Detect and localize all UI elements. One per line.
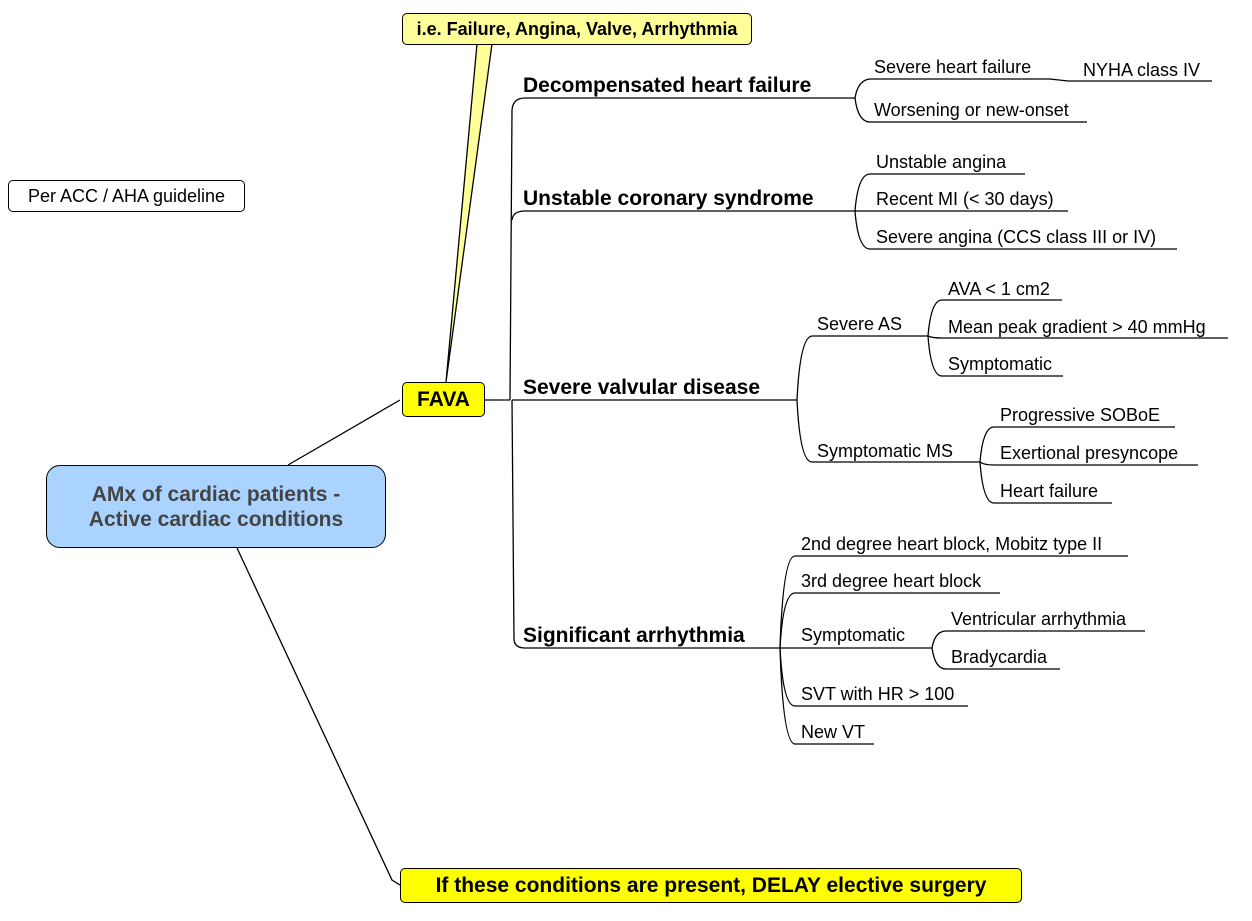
- arrhythmia-mobitz: 2nd degree heart block, Mobitz type II: [801, 534, 1103, 554]
- valvular-gradient: Mean peak gradient > 40 mmHg: [948, 317, 1206, 337]
- central-topic-line2: Active cardiac conditions: [88, 507, 344, 531]
- arrhythmia-symptomatic: Symptomatic: [801, 625, 906, 645]
- coronary-severe-angina: Severe angina (CCS class III or IV): [876, 227, 1157, 247]
- arrhythmia-brady: Bradycardia: [951, 647, 1048, 667]
- fava-box: FAVA: [402, 382, 485, 417]
- guideline-note-text: Per ACC / AHA guideline: [27, 185, 226, 206]
- coronary-recent-mi: Recent MI (< 30 days): [876, 189, 1054, 209]
- arrhythmia-svt: SVT with HR > 100: [801, 684, 955, 704]
- delay-text: If these conditions are present, DELAY e…: [435, 873, 987, 897]
- central-topic: AMx of cardiac patients - Active cardiac…: [46, 465, 386, 548]
- arrhythmia-third: 3rd degree heart block: [801, 571, 982, 591]
- branch-valvular: Severe valvular disease: [523, 376, 761, 399]
- delay-box: If these conditions are present, DELAY e…: [400, 868, 1022, 903]
- valvular-ava: AVA < 1 cm2: [948, 279, 1050, 299]
- branch-failure: Decompensated heart failure: [523, 74, 812, 97]
- callout-box: i.e. Failure, Angina, Valve, Arrhythmia: [402, 13, 752, 45]
- failure-nyha: NYHA class IV: [1083, 60, 1201, 80]
- valvular-symptomatic: Symptomatic: [948, 354, 1053, 374]
- valvular-hf: Heart failure: [1000, 481, 1099, 501]
- failure-severe: Severe heart failure: [874, 57, 1032, 77]
- valvular-soboe: Progressive SOBoE: [1000, 405, 1161, 425]
- branch-arrhythmia: Significant arrhythmia: [523, 624, 745, 647]
- failure-worsening: Worsening or new-onset: [874, 100, 1069, 120]
- valvular-ms: Symptomatic MS: [817, 441, 954, 461]
- callout-text: i.e. Failure, Angina, Valve, Arrhythmia: [416, 18, 738, 39]
- guideline-note: Per ACC / AHA guideline: [8, 180, 245, 212]
- valvular-presyncope: Exertional presyncope: [1000, 443, 1179, 463]
- fava-text: FAVA: [417, 387, 470, 411]
- arrhythmia-vt: New VT: [801, 722, 866, 742]
- valvular-as: Severe AS: [817, 314, 903, 334]
- branch-coronary: Unstable coronary syndrome: [523, 187, 814, 210]
- arrhythmia-ventricular: Ventricular arrhythmia: [951, 609, 1127, 629]
- coronary-unstable: Unstable angina: [876, 152, 1007, 172]
- central-topic-line1: AMx of cardiac patients -: [91, 482, 341, 506]
